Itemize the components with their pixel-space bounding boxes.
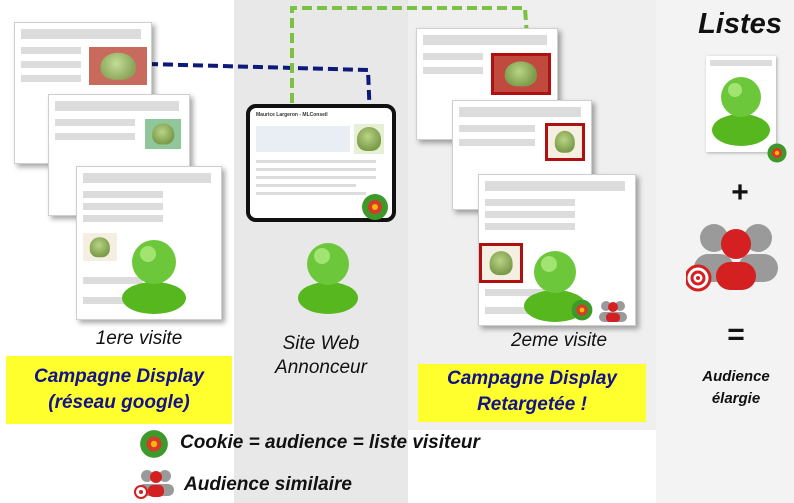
- cookie-icon-list: [767, 143, 787, 163]
- visitor-icon-second: [524, 251, 586, 322]
- site-caption: Site Web Annonceur: [275, 333, 367, 378]
- cookie-legend-text: Cookie = audience = liste visiteur: [180, 432, 480, 453]
- ad-image: [145, 119, 181, 149]
- visitor-icon-site: [298, 243, 358, 314]
- equals-sign: =: [727, 318, 745, 351]
- first-visit-caption: 1ere visite: [95, 328, 183, 349]
- retarget-ad: [545, 123, 585, 161]
- second-visit-page-3: [478, 174, 636, 326]
- similar-audience-icon-second: [599, 301, 627, 322]
- second-visit-caption: 2eme visite: [510, 330, 608, 351]
- plus-sign: +: [731, 176, 749, 209]
- lists-title: Listes: [698, 8, 782, 40]
- list-visitor-icon: [712, 77, 770, 146]
- ad-image: [83, 233, 117, 261]
- similar-audience-legend-icon: [134, 470, 174, 499]
- site-title: Maurice Largeron - MLConseil: [256, 112, 328, 118]
- similar-audience-legend-text: Audience similaire: [184, 474, 352, 495]
- similar-audience-icon-large: [686, 224, 778, 292]
- first-visit-campaign-label: Campagne Display (réseau google): [6, 356, 232, 424]
- cookie-icon-site: [362, 194, 388, 220]
- retarget-ad: [479, 243, 523, 283]
- visitor-icon-first: [122, 240, 186, 314]
- ad-image: [89, 47, 147, 85]
- second-visit-campaign-label: Campagne Display Retargetée !: [418, 364, 646, 422]
- cookie-legend-icon: [140, 430, 168, 458]
- cookie-icon-second: [571, 299, 593, 321]
- extended-audience-label: Audience élargie: [702, 368, 770, 407]
- retarget-ad: [491, 53, 551, 95]
